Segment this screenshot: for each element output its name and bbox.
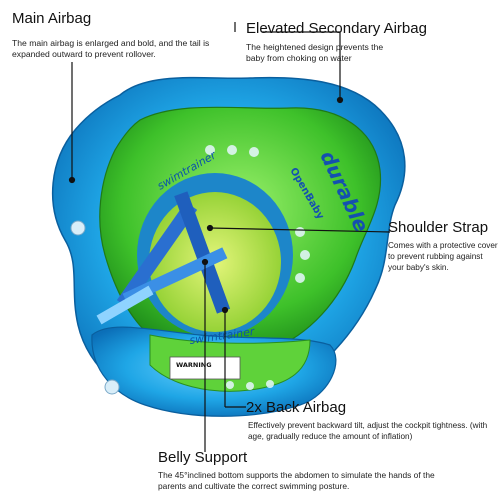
main-airbag-desc: The main airbag is enlarged and bold, an… (12, 38, 210, 59)
shoulder-strap-right (174, 191, 231, 314)
secondary-airbag-title: Elevated Secondary Airbag (246, 20, 427, 37)
belly-support-title: Belly Support (158, 449, 248, 466)
secondary-airbag-desc: The heightened design prevents the baby … (246, 42, 384, 63)
main-airbag-title: Main Airbag (12, 10, 92, 27)
shoulder-strap-desc: Comes with a protective cover to prevent… (388, 241, 498, 272)
shoulder-strap-left (116, 201, 198, 309)
warning-text: WARNING (176, 361, 212, 369)
belly-support-desc: The 45°inclined bottom supports the abdo… (158, 470, 435, 491)
back-airbag-title: 2x Back Airbag (246, 399, 347, 416)
shoulder-strap-title: Shoulder Strap (388, 219, 489, 236)
back-airbag-desc: Effectively prevent backward tilt, adjus… (248, 421, 488, 441)
